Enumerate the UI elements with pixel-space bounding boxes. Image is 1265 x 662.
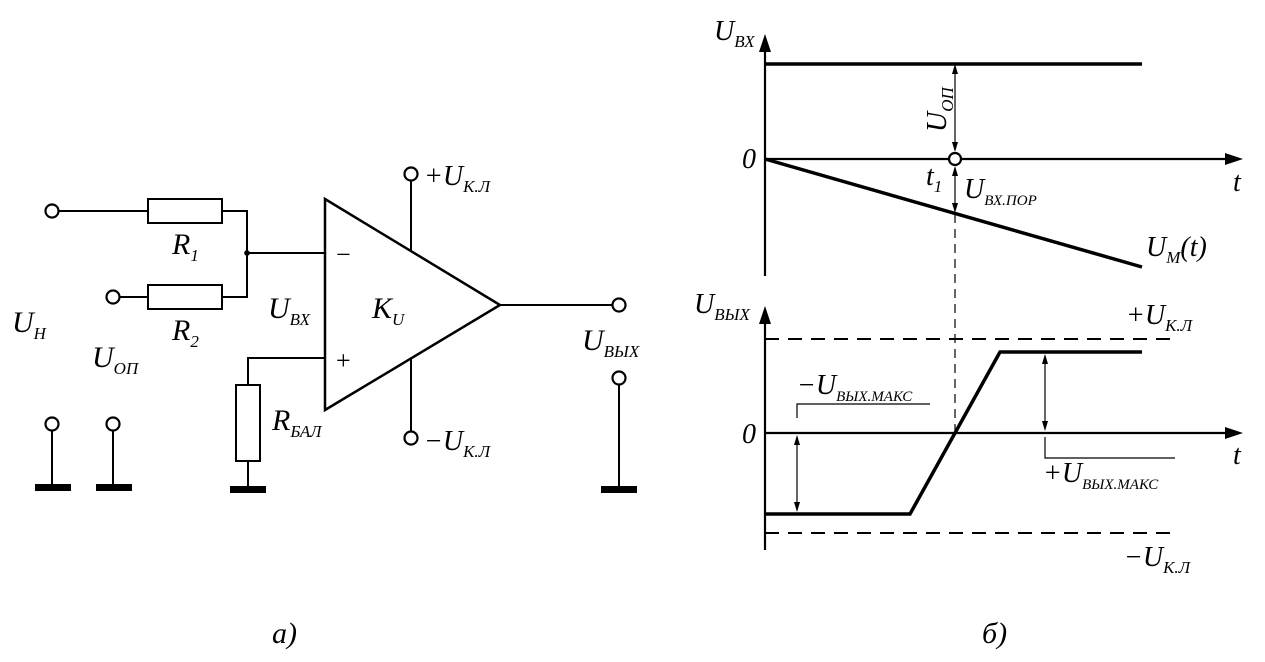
um-ramp-line [764, 157, 1143, 269]
terminal-ground-1 [44, 416, 60, 432]
minus-max-arrow-top [794, 435, 800, 445]
bottom-y-label: UВЫХ [694, 289, 750, 324]
ground-1 [35, 484, 71, 491]
label-uop: UОП [92, 341, 140, 378]
wire-noninverting-rbal [247, 357, 325, 385]
bottom-t-label: t [1233, 440, 1242, 471]
uop-graph-label: UОП [922, 85, 957, 132]
plus-max-leader [1044, 437, 1175, 459]
top-y-label: UВХ [714, 16, 755, 51]
plus-max-arrow-bottom [1042, 421, 1048, 431]
label-uvyx: UВЫХ [582, 324, 640, 361]
minus-max-leader [796, 403, 930, 418]
t1-point [947, 151, 963, 167]
terminal-output [611, 297, 627, 313]
threshold-arrow-bottom [952, 203, 958, 213]
ground-output [601, 486, 637, 493]
noninverting-sign: + [336, 346, 351, 375]
label-minus-ukl: −UК.Л [424, 426, 492, 461]
resistor-rbal [235, 384, 261, 462]
plus-max-arrow-top [1042, 354, 1048, 364]
top-y-axis-arrow [759, 34, 771, 52]
wire-r1-r2-junction [222, 210, 248, 298]
output-waveform [765, 350, 1142, 516]
label-ku: KU [371, 292, 406, 329]
terminal-output-ground [611, 370, 627, 386]
input-voltage-graph: UВХ 0 t t1 UОП UВХ.ПОР UМ(t) [714, 16, 1243, 432]
input-terminal-uh [44, 203, 60, 219]
minus-uvyx-max-label: −UВЫХ.МАКС [797, 370, 913, 405]
minus-ukl-graph-label: −UК.Л [1124, 542, 1192, 577]
um-label: UМ(t) [1146, 232, 1207, 267]
top-t-axis-arrow [1225, 153, 1243, 165]
input-terminal-uop [105, 289, 121, 305]
ground-2 [96, 484, 132, 491]
label-plus-ukl: +UК.Л [424, 161, 492, 196]
bottom-zero-label: 0 [742, 419, 756, 450]
caption-a: а) [272, 617, 297, 650]
uop-dimension-arrow-top [952, 64, 958, 74]
top-t-label: t [1233, 167, 1242, 198]
terminal-plus-supply [403, 166, 419, 182]
inverting-sign: − [336, 240, 351, 269]
terminal-ground-2 [105, 416, 121, 432]
resistor-r2 [147, 284, 223, 310]
caption-b: б) [982, 617, 1007, 650]
plus-ukl-graph-label: +UК.Л [1126, 300, 1194, 335]
plus-uvyx-max-label: +UВЫХ.МАКС [1043, 458, 1159, 493]
threshold-label: UВХ.ПОР [964, 174, 1037, 209]
label-r1: R1 [171, 228, 199, 265]
minus-max-arrow-bottom [794, 502, 800, 512]
bottom-y-axis-arrow [759, 306, 771, 324]
t1-label: t1 [926, 161, 942, 196]
terminal-minus-supply [403, 430, 419, 446]
label-uh: UН [12, 306, 48, 343]
top-zero-label: 0 [742, 144, 756, 175]
threshold-arrow-top [952, 166, 958, 176]
label-r2: R2 [171, 314, 199, 351]
label-uvx: UВХ [268, 292, 311, 329]
bottom-t-axis-arrow [1225, 427, 1243, 439]
op-amp-triangle [323, 196, 503, 413]
uop-dimension-arrow-bottom [952, 142, 958, 152]
resistor-r1 [147, 198, 223, 224]
output-voltage-graph: UВЫХ 0 t +UК.Л −UК.Л −UВЫХ.МАКС +UВЫХ.МА… [694, 289, 1243, 650]
circuit-diagram: UН UОП R1 R2 UВХ KU RБАЛ +UК.Л −UК.Л UВЫ… [12, 161, 640, 650]
label-rbal: RБАЛ [271, 404, 323, 441]
ground-rbal [230, 486, 266, 493]
